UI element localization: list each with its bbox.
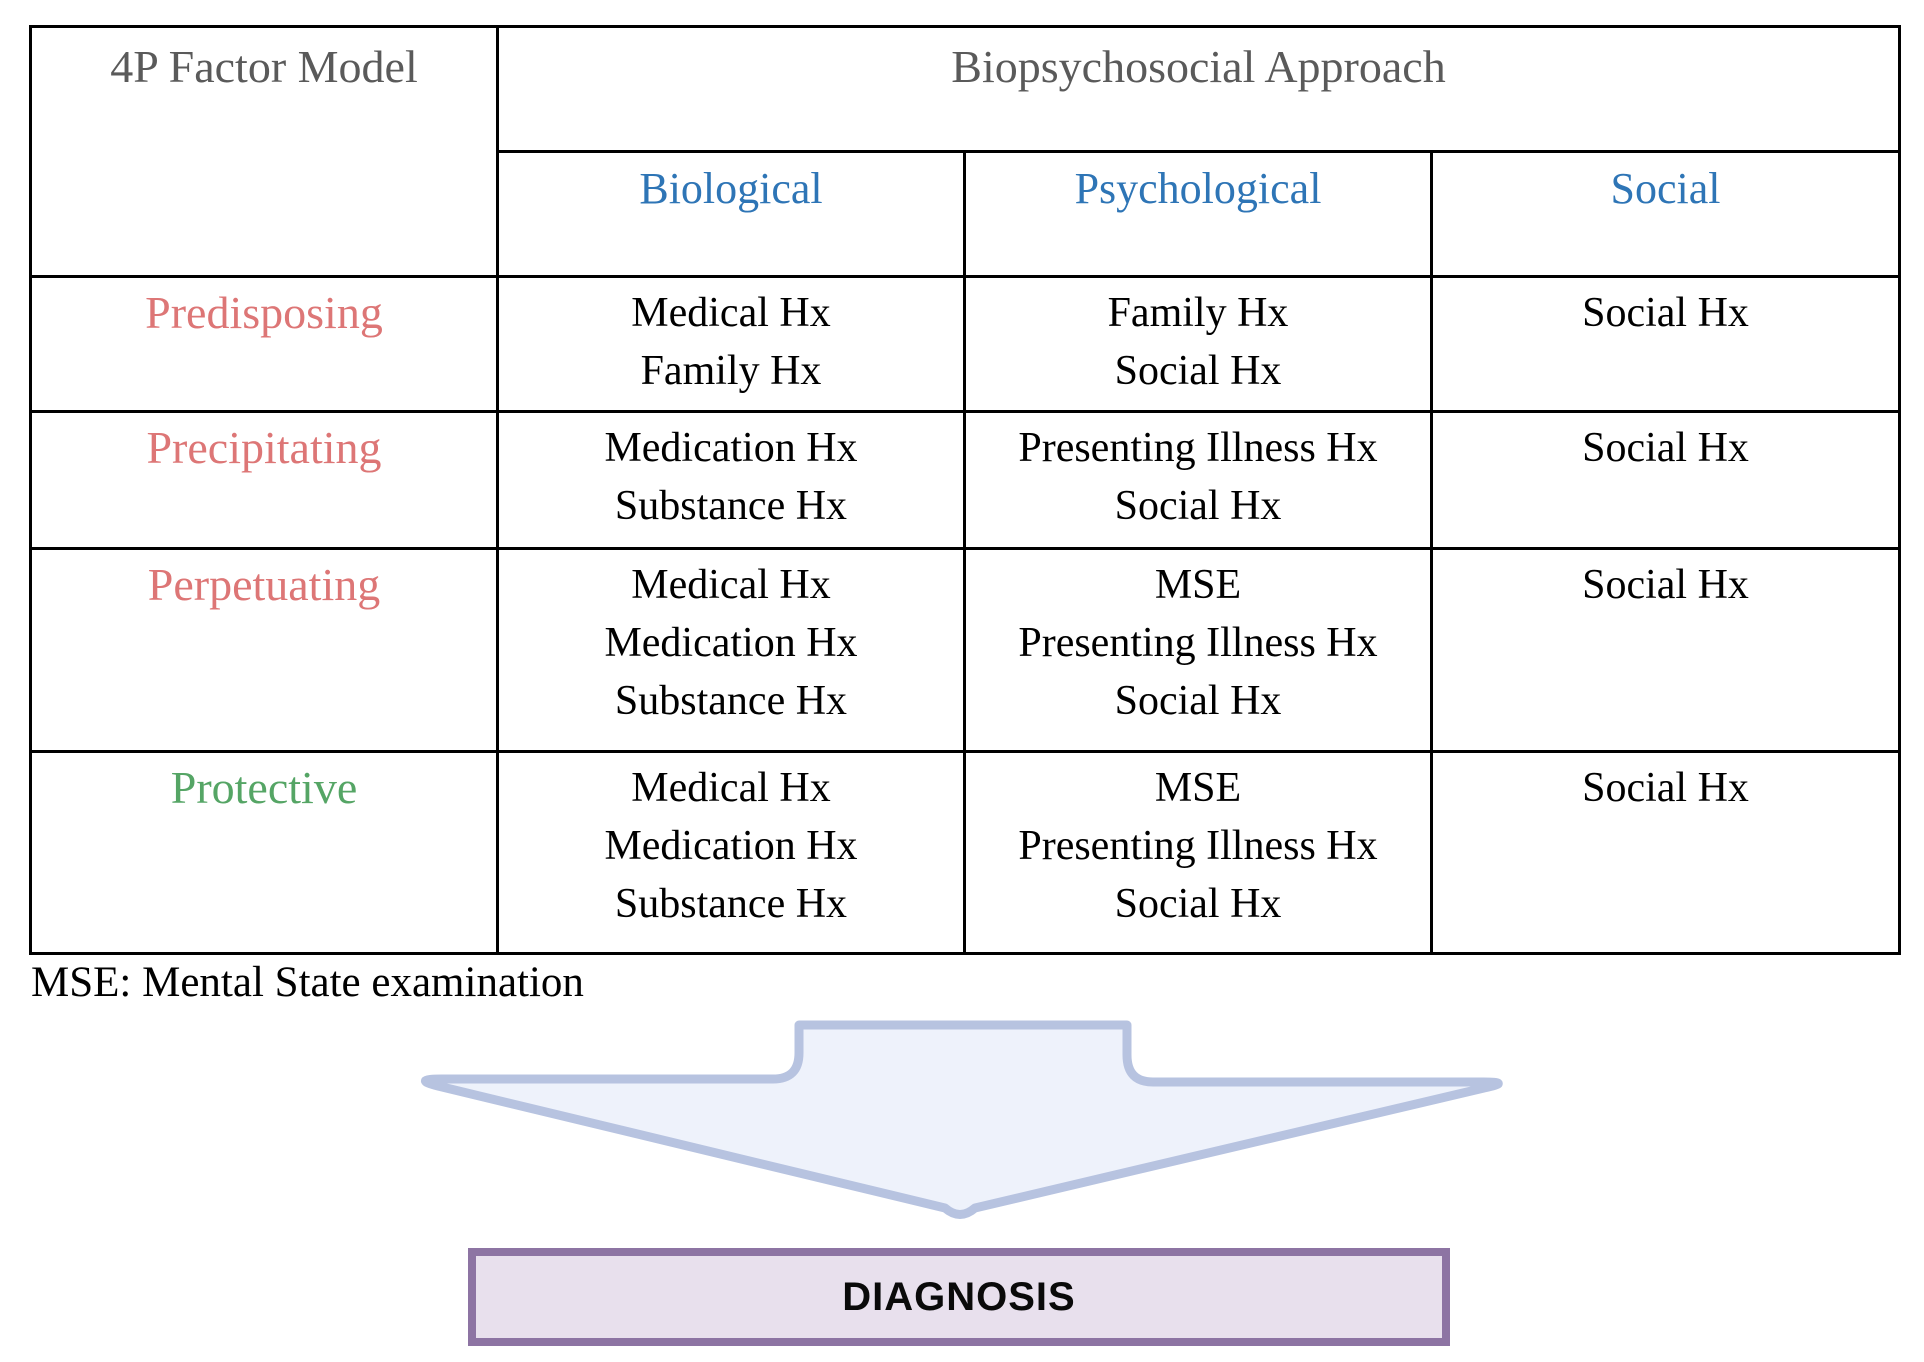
- cell-line: Social Hx: [1582, 765, 1749, 811]
- cell-line: Presenting Illness Hx: [1018, 620, 1378, 666]
- table-row-precipitating: Precipitating Medication Hx Substance Hx…: [29, 410, 1902, 550]
- cell-line: Presenting Illness Hx: [1018, 823, 1378, 869]
- row-label-cell: Protective: [29, 750, 499, 955]
- cell-protective-psychological: MSE Presenting Illness Hx Social Hx: [963, 750, 1433, 955]
- table-row-protective: Protective Medical Hx Medication Hx Subs…: [29, 750, 1902, 955]
- cell-line: Medication Hx: [604, 425, 858, 471]
- cell-line: Medication Hx: [604, 823, 858, 869]
- cell-line: Substance Hx: [614, 483, 848, 529]
- cell-line: Social Hx: [1114, 881, 1282, 927]
- column-header-biological: Biological: [639, 164, 823, 213]
- row-label-perpetuating: Perpetuating: [147, 559, 381, 610]
- cell-protective-biological: Medical Hx Medication Hx Substance Hx: [496, 750, 966, 955]
- column-header-cell-psychological: Psychological: [963, 150, 1433, 278]
- mse-footnote: MSE: Mental State examination: [31, 959, 584, 1006]
- cell-predisposing-social: Social Hx: [1429, 275, 1902, 413]
- column-header-psychological: Psychological: [1074, 164, 1322, 213]
- column-header-cell-social: Social: [1429, 150, 1902, 278]
- row-label-cell: Predisposing: [29, 275, 499, 413]
- row-label-precipitating: Precipitating: [146, 422, 382, 473]
- cell-predisposing-biological: Medical Hx Family Hx: [496, 275, 966, 413]
- header-row-group: 4P Factor Model Biopsychosocial Approach: [29, 25, 1902, 278]
- row-label-cell: Precipitating: [29, 410, 499, 550]
- cell-precipitating-psychological: Presenting Illness Hx Social Hx: [963, 410, 1433, 550]
- down-arrow-shape: [421, 1020, 1503, 1219]
- cell-line: Medical Hx: [631, 765, 831, 811]
- column-header-cell-biological: Biological: [496, 150, 966, 278]
- 4p-factor-table: 4P Factor Model Biopsychosocial Approach…: [29, 25, 1902, 955]
- cell-perpetuating-psychological: MSE Presenting Illness Hx Social Hx: [963, 547, 1433, 753]
- group-header-cell: Biopsychosocial Approach: [495, 25, 1902, 153]
- diagnosis-box: DIAGNOSIS: [468, 1248, 1450, 1346]
- table-row-predisposing: Predisposing Medical Hx Family Hx Family…: [29, 275, 1902, 413]
- row-label-predisposing: Predisposing: [145, 287, 383, 338]
- cell-line: Family Hx: [1107, 290, 1289, 336]
- group-header-label: Biopsychosocial Approach: [951, 41, 1446, 92]
- cell-line: Medical Hx: [631, 562, 831, 608]
- cell-protective-social: Social Hx: [1429, 750, 1902, 955]
- cell-line: Social Hx: [1582, 425, 1749, 471]
- corner-header-cell: 4P Factor Model: [29, 25, 499, 278]
- cell-line: Family Hx: [640, 348, 822, 394]
- cell-line: Medical Hx: [631, 290, 831, 336]
- cell-line: Social Hx: [1582, 562, 1749, 608]
- cell-line: Social Hx: [1114, 483, 1282, 529]
- cell-line: Presenting Illness Hx: [1018, 425, 1378, 471]
- cell-line: Substance Hx: [614, 678, 848, 724]
- row-label-cell: Perpetuating: [29, 547, 499, 753]
- cell-line: Medication Hx: [604, 620, 858, 666]
- column-header-social: Social: [1610, 164, 1721, 213]
- cell-line: Social Hx: [1114, 348, 1282, 394]
- cell-precipitating-biological: Medication Hx Substance Hx: [496, 410, 966, 550]
- diagnosis-label: DIAGNOSIS: [842, 1274, 1076, 1319]
- cell-line: MSE: [1154, 562, 1242, 608]
- cell-precipitating-social: Social Hx: [1429, 410, 1902, 550]
- row-label-protective: Protective: [170, 762, 358, 813]
- cell-perpetuating-social: Social Hx: [1429, 547, 1902, 753]
- cell-perpetuating-biological: Medical Hx Medication Hx Substance Hx: [496, 547, 966, 753]
- header-row-columns: Biological Psychological Social: [31, 150, 1902, 278]
- cell-predisposing-psychological: Family Hx Social Hx: [963, 275, 1433, 413]
- cell-line: Social Hx: [1582, 290, 1749, 336]
- table-row-perpetuating: Perpetuating Medical Hx Medication Hx Su…: [29, 547, 1902, 753]
- corner-header-label: 4P Factor Model: [110, 41, 418, 92]
- cell-line: Substance Hx: [614, 881, 848, 927]
- cell-line: MSE: [1154, 765, 1242, 811]
- cell-line: Social Hx: [1114, 678, 1282, 724]
